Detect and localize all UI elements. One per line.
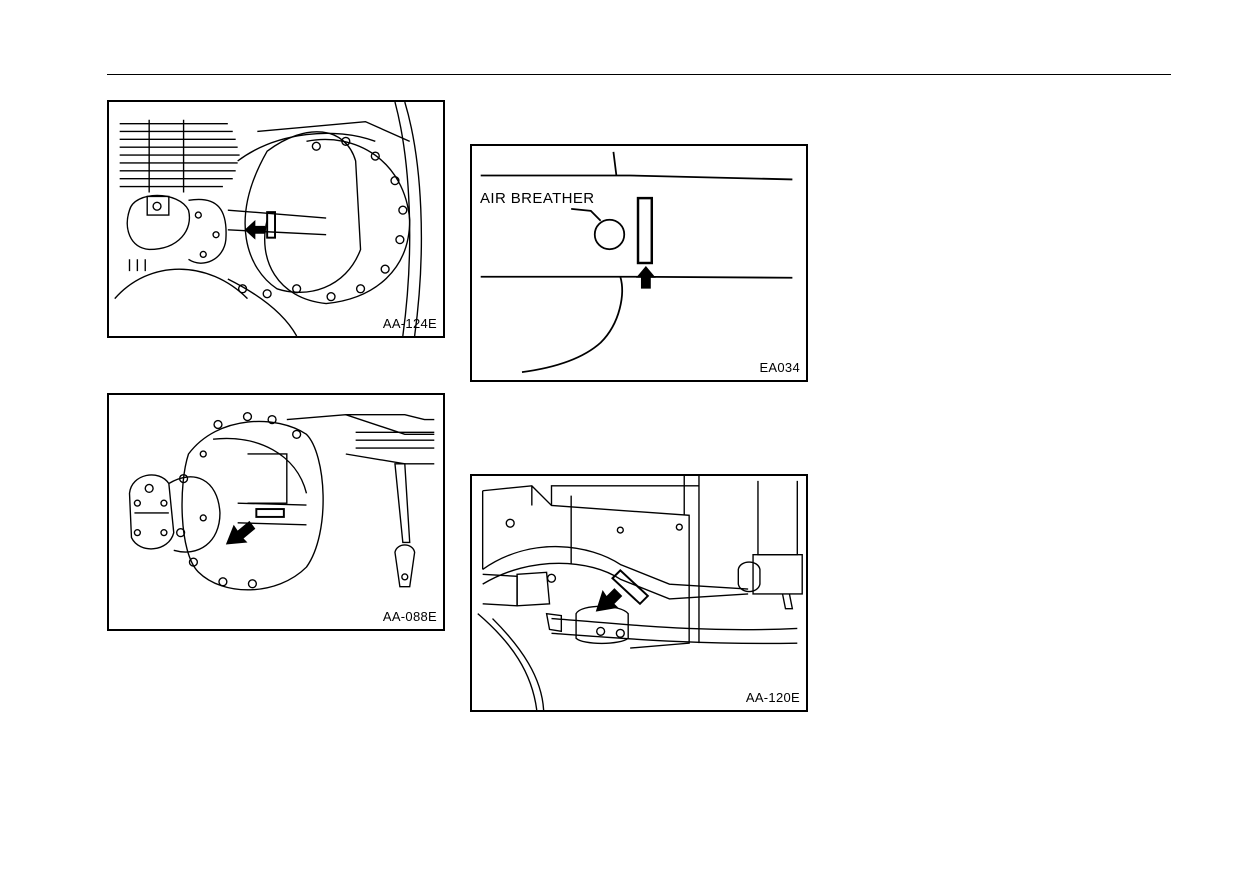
figure-ea034: AIR BREATHER EA034: [470, 144, 808, 382]
differential-illustration-2: [128, 412, 435, 591]
figure-code: AA-088E: [382, 609, 437, 624]
differential-illustration-1: [114, 102, 423, 336]
header-rule: [107, 74, 1171, 75]
figure-aa-088e: AA-088E: [107, 393, 445, 631]
figure-aa-124e: AA-124E: [107, 100, 445, 338]
air-breather-diagram: [480, 151, 793, 374]
suspension-illustration: [477, 476, 803, 710]
figure-aa-120e: AA-120E: [470, 474, 808, 712]
figure-code: EA034: [759, 360, 800, 375]
air-breather-label: AIR BREATHER: [480, 190, 595, 207]
figure-code: AA-120E: [745, 690, 800, 705]
figure-code: AA-124E: [382, 316, 437, 331]
